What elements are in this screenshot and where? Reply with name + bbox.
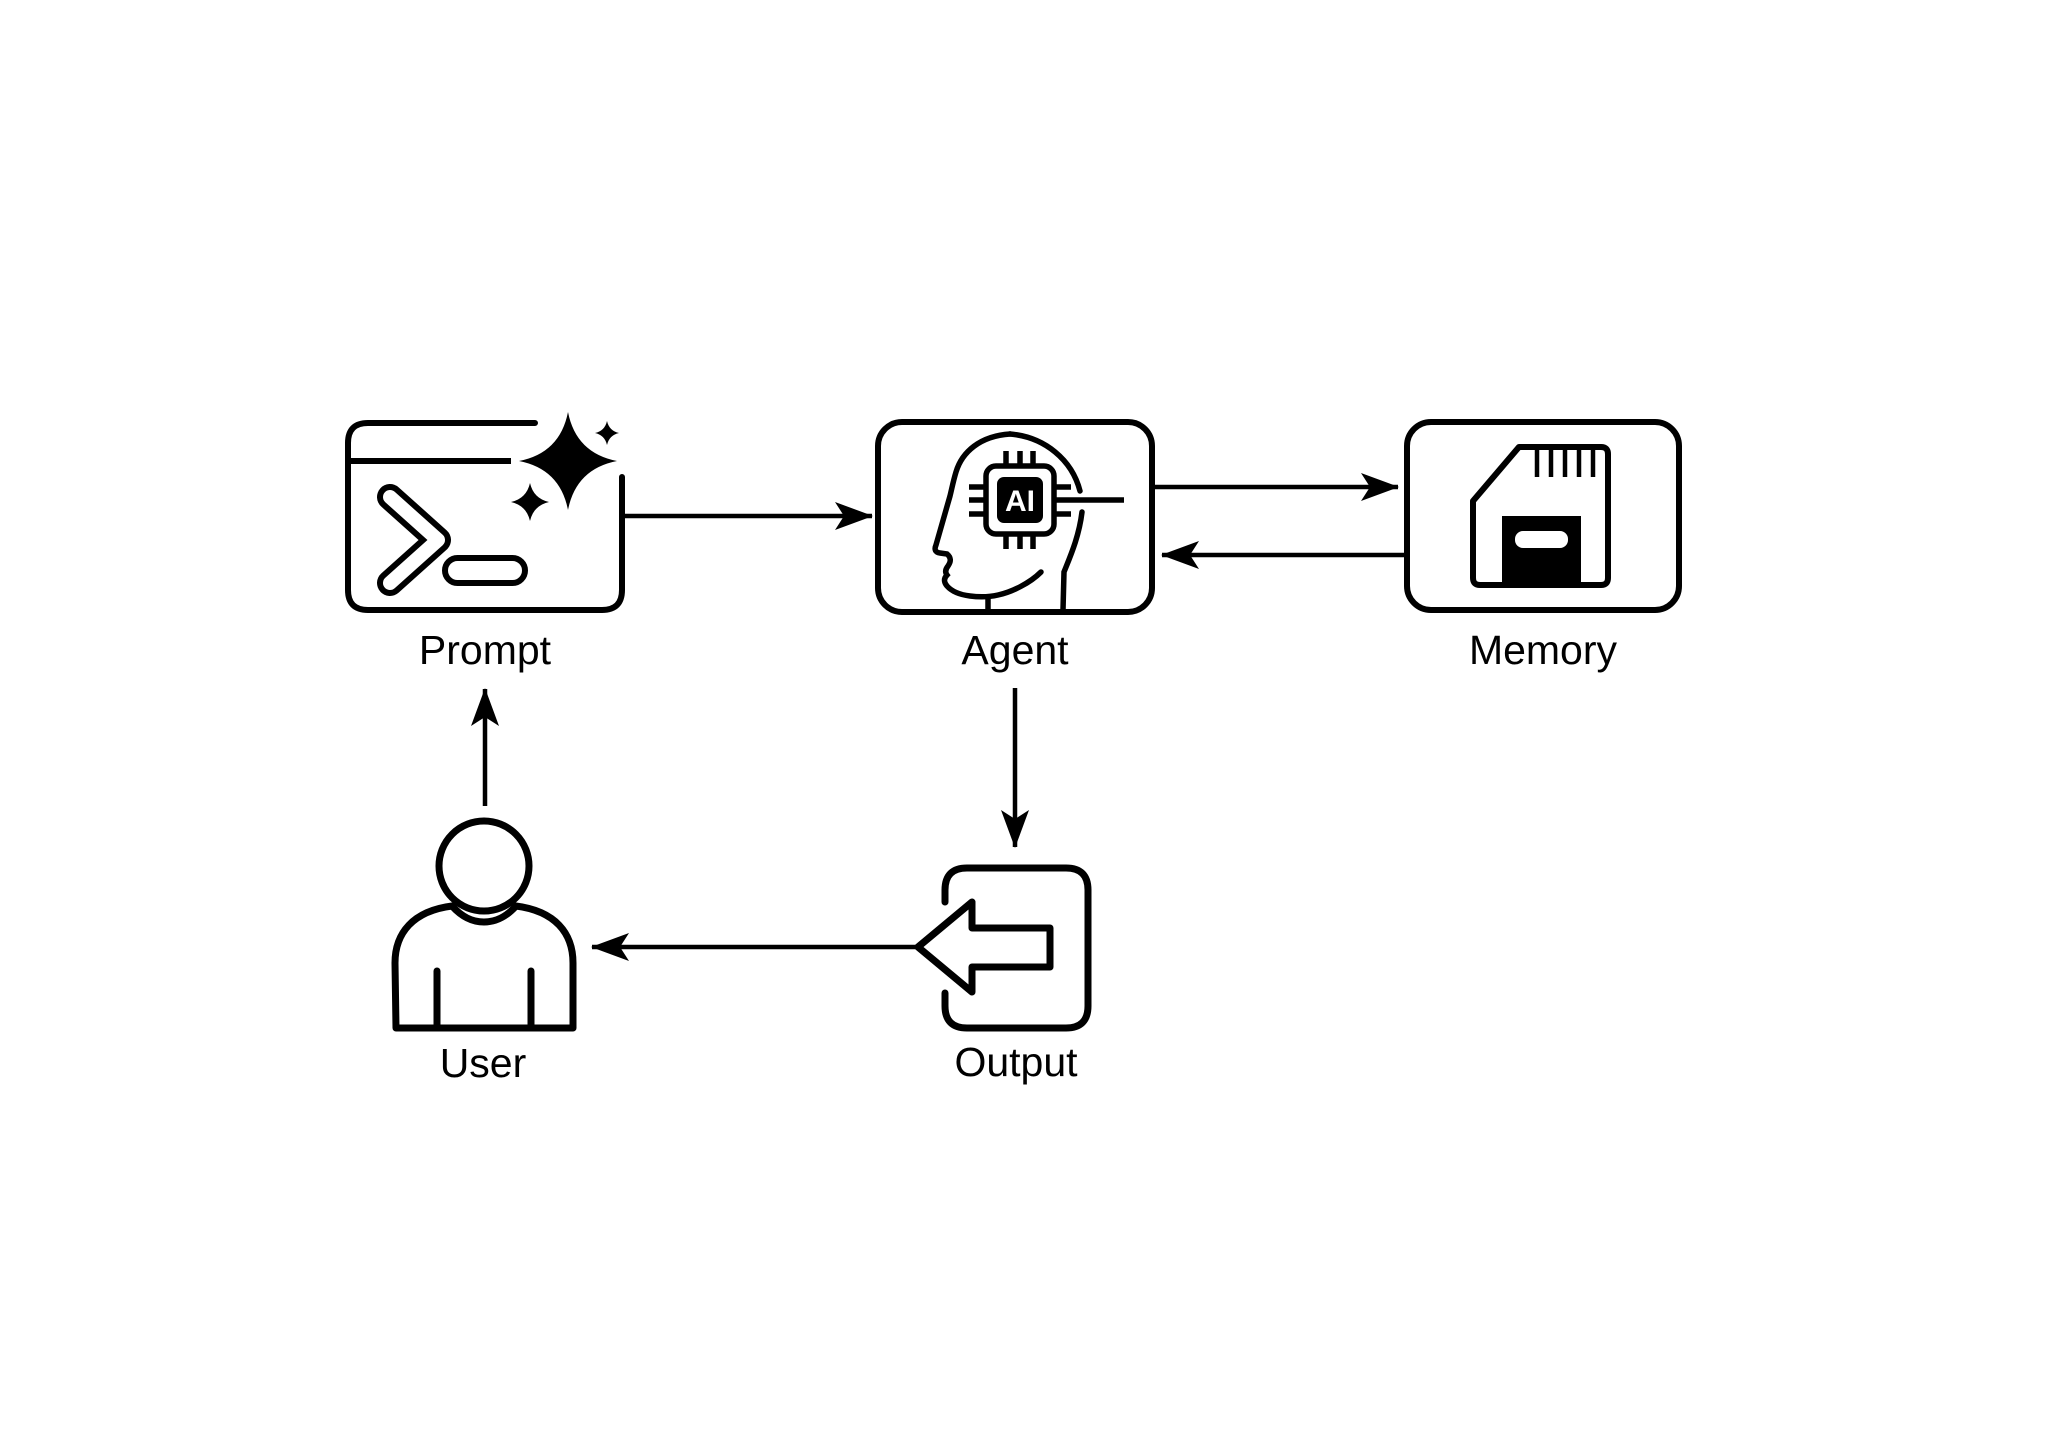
head-profile-outline bbox=[932, 431, 1085, 613]
user-node-icon bbox=[391, 817, 577, 1032]
agent-box-outline bbox=[875, 419, 1155, 615]
ai-chip-body bbox=[997, 477, 1043, 523]
edges-layer bbox=[471, 473, 1407, 961]
sparkles-group bbox=[509, 410, 621, 523]
terminal-chevron-glyph-inner bbox=[383, 490, 445, 590]
prompt-node-icon bbox=[345, 410, 625, 613]
memory-node-label: Memory bbox=[1468, 627, 1618, 673]
terminal-input-dash bbox=[442, 555, 528, 586]
person-body bbox=[391, 902, 577, 1032]
sparkle-medium-icon bbox=[509, 481, 551, 523]
agent-node-icon: AI bbox=[875, 419, 1155, 615]
memory-card-label-area bbox=[1502, 516, 1581, 585]
person-head bbox=[435, 817, 533, 915]
memory-card-pins bbox=[1534, 450, 1596, 477]
output-node-label: Output bbox=[954, 1039, 1078, 1085]
ai-chip-label: AI bbox=[1005, 485, 1035, 518]
memory-box-outline bbox=[1404, 419, 1682, 613]
agent-node-label: Agent bbox=[961, 627, 1069, 673]
memory-card-slot bbox=[1515, 531, 1568, 548]
memory-node-icon bbox=[1404, 419, 1682, 613]
output-left-arrow-glyph bbox=[914, 898, 1054, 996]
user-node-label: User bbox=[439, 1040, 527, 1086]
output-node-icon bbox=[914, 864, 1092, 1032]
memory-card-outline bbox=[1470, 444, 1611, 588]
prompt-node-label: Prompt bbox=[418, 627, 552, 673]
output-frame bbox=[941, 864, 1092, 1032]
sparkle-small-icon bbox=[593, 419, 621, 447]
terminal-window-outline bbox=[345, 420, 625, 613]
sparkle-large-icon bbox=[517, 410, 619, 512]
